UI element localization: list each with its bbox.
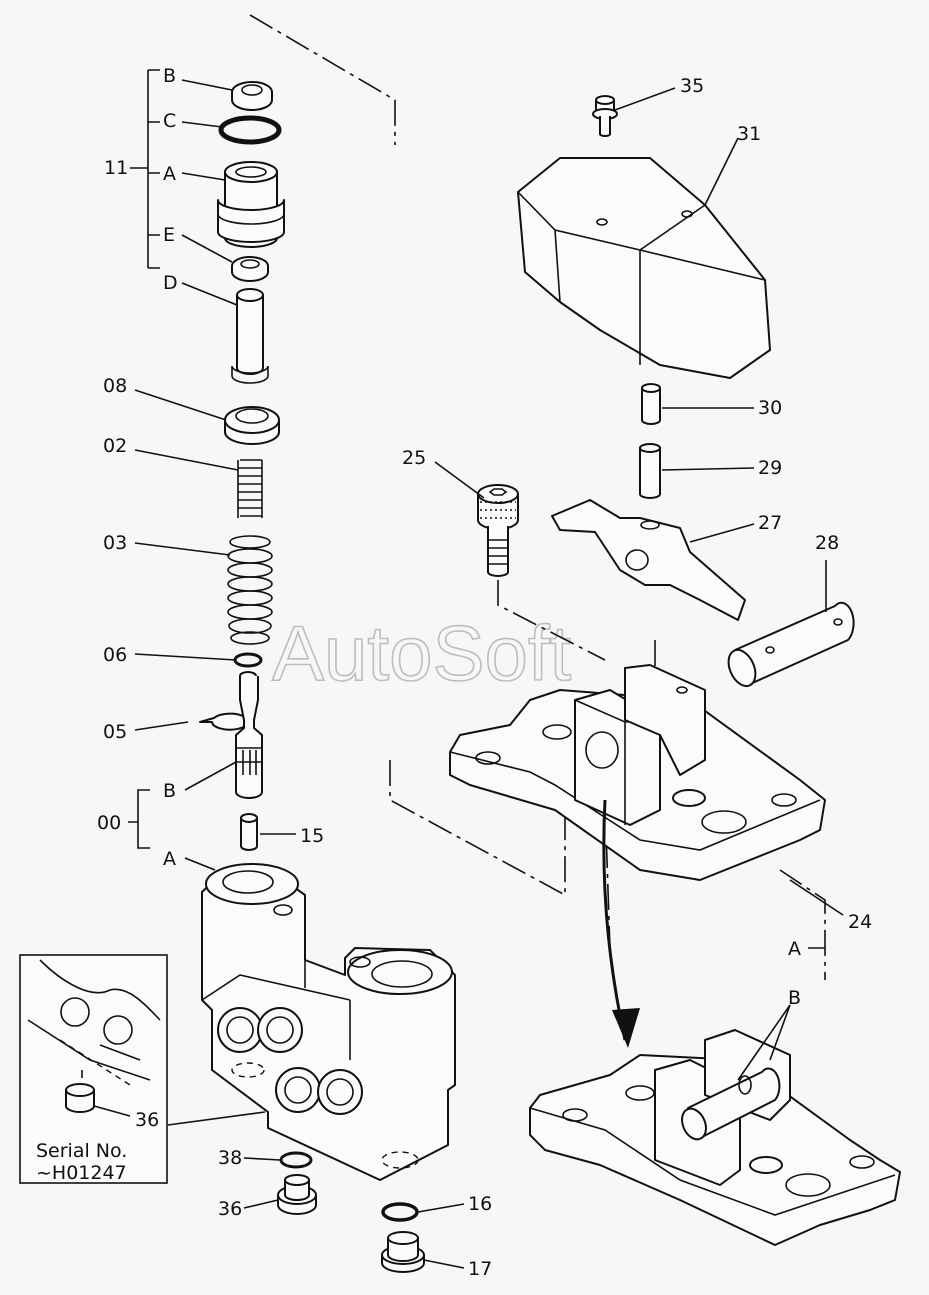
- serial-range: ~H01247: [36, 1162, 127, 1184]
- callout-24-b: B: [788, 987, 801, 1009]
- part-03-spring: [227, 535, 273, 645]
- part-11c-oring: [218, 115, 282, 145]
- part-02-spring: [237, 459, 263, 518]
- callout-38: 38: [218, 1147, 242, 1169]
- part-17-plug: [381, 1231, 425, 1273]
- callout-17: 17: [468, 1258, 492, 1280]
- callout-36: 36: [218, 1198, 242, 1220]
- callout-11-c: C: [163, 110, 176, 132]
- part-35-bolt: [592, 95, 618, 137]
- callout-11-a: A: [163, 163, 176, 185]
- part-24-bracket: [449, 664, 826, 881]
- callout-25: 25: [402, 447, 426, 469]
- callout-29: 29: [758, 457, 782, 479]
- part-16-oring: [381, 1202, 419, 1222]
- callout-35: 35: [680, 75, 704, 97]
- part-15-pin: [240, 813, 258, 851]
- part-38-oring: [279, 1151, 313, 1169]
- part-valve-body: [201, 863, 456, 1181]
- callout-02: 02: [103, 435, 127, 457]
- callout-27: 27: [758, 512, 782, 534]
- callout-00-b: B: [163, 780, 176, 802]
- part-08-seat: [224, 406, 280, 445]
- watermark: AutoSoft: [272, 609, 572, 697]
- callout-11-b: B: [163, 65, 176, 87]
- callout-00-a: A: [163, 848, 176, 870]
- callout-16: 16: [468, 1193, 492, 1215]
- callout-36-inset: 36: [135, 1109, 159, 1131]
- callout-11-d: D: [163, 272, 178, 294]
- callout-05: 05: [103, 721, 127, 743]
- callout-03: 03: [103, 532, 127, 554]
- part-11d-plunger: [231, 288, 269, 384]
- part-11e-ring: [231, 256, 269, 282]
- serial-inset: Serial No. ~H01247: [19, 954, 168, 1184]
- callout-08: 08: [103, 375, 127, 397]
- callout-31: 31: [737, 123, 761, 145]
- part-29-pin: [639, 443, 661, 499]
- callout-30: 30: [758, 397, 782, 419]
- guide-lines: [249, 14, 826, 1021]
- part-28-pin: [727, 601, 855, 688]
- callout-11-e: E: [163, 224, 175, 246]
- part-06-washer: [233, 652, 263, 668]
- part-25-bolt: [477, 484, 519, 577]
- part-00-spool: [235, 671, 263, 799]
- part-11b-ring: [231, 81, 273, 111]
- serial-label: Serial No.: [36, 1140, 127, 1162]
- callout-15: 15: [300, 825, 324, 847]
- part-05-clip: [199, 712, 249, 731]
- callout-24-a: A: [788, 938, 801, 960]
- leader-lines: [93, 69, 844, 1269]
- part-30-pin: [641, 383, 661, 425]
- callout-28: 28: [815, 532, 839, 554]
- part-11a-sleeve: [217, 161, 285, 248]
- callout-24: 24: [848, 911, 872, 933]
- part-36-plug: [277, 1174, 317, 1215]
- callout-11: 11: [104, 157, 128, 179]
- part-27-lever: [551, 499, 746, 621]
- part-31-cover: [517, 157, 771, 379]
- part-24-bracket-assembled: [529, 1029, 901, 1246]
- callout-00: 00: [97, 812, 121, 834]
- callout-labels: B C 11 A E D 08 02 03 06 05 B 00 A 15 35…: [97, 65, 872, 1280]
- assembly-arrow-head: [612, 1008, 640, 1048]
- callout-06: 06: [103, 644, 127, 666]
